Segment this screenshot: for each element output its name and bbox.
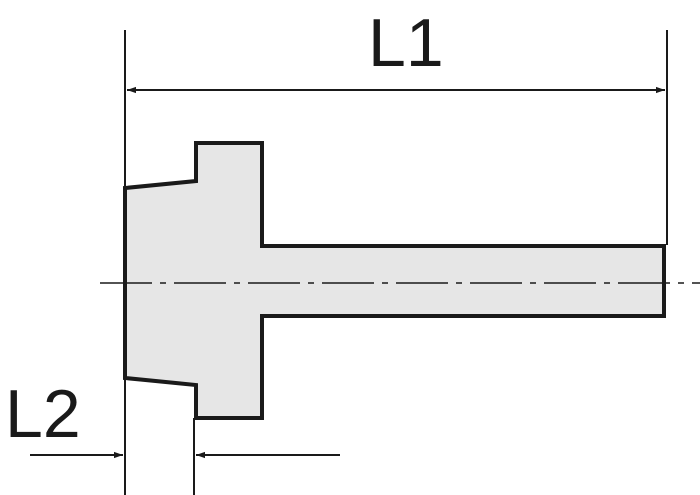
dimension-label-l1: L1 (368, 5, 444, 81)
dimension-label-l2: L2 (5, 376, 81, 452)
part-profile (123, 141, 666, 420)
